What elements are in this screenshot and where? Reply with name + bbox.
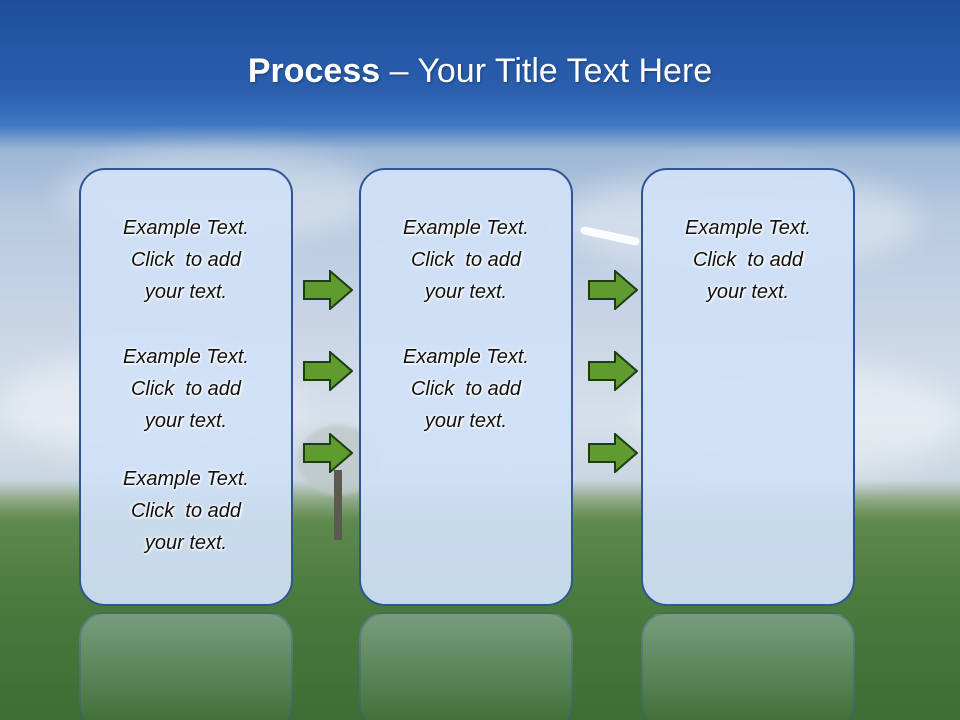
slide-title[interactable]: Process – Your Title Text Here: [0, 52, 960, 91]
text-line: your text.: [144, 281, 228, 303]
text-line: Click to add: [410, 378, 522, 400]
text-line: your text.: [424, 281, 508, 303]
text-line: Click to add: [692, 249, 804, 271]
text-line: Example Text.: [403, 217, 529, 239]
text-item[interactable]: Example Text. Click to add your text.: [361, 341, 571, 437]
text-line: your text.: [706, 281, 790, 303]
right-arrow-icon: [588, 270, 638, 310]
process-box-2[interactable]: Example Text. Click to add your text. Ex…: [359, 168, 573, 606]
text-line: Example Text.: [123, 217, 249, 239]
text-line: Example Text.: [403, 346, 529, 368]
text-line: Click to add: [130, 378, 242, 400]
box-reflection: [359, 612, 573, 720]
text-line: Click to add: [130, 500, 242, 522]
text-line: Example Text.: [123, 346, 249, 368]
right-arrow-icon: [588, 351, 638, 391]
tree-trunk: [334, 470, 342, 540]
title-bold: Process: [247, 52, 381, 90]
text-line: Click to add: [130, 249, 242, 271]
text-item[interactable]: Example Text. Click to add your text.: [81, 212, 291, 308]
right-arrow-icon: [303, 270, 353, 310]
text-line: your text.: [144, 532, 228, 554]
text-line: Example Text.: [685, 217, 811, 239]
text-item[interactable]: Example Text. Click to add your text.: [361, 212, 571, 308]
box-reflection: [641, 612, 855, 720]
text-line: your text.: [424, 410, 508, 432]
process-box-1[interactable]: Example Text. Click to add your text. Ex…: [79, 168, 293, 606]
text-line: Click to add: [410, 249, 522, 271]
text-item[interactable]: Example Text. Click to add your text.: [81, 463, 291, 559]
process-box-3[interactable]: Example Text. Click to add your text.: [641, 168, 855, 606]
right-arrow-icon: [303, 433, 353, 473]
text-item[interactable]: Example Text. Click to add your text.: [81, 341, 291, 437]
text-line: Example Text.: [123, 468, 249, 490]
text-item[interactable]: Example Text. Click to add your text.: [643, 212, 853, 308]
right-arrow-icon: [588, 433, 638, 473]
text-line: your text.: [144, 410, 228, 432]
box-reflection: [79, 612, 293, 720]
title-rest: – Your Title Text Here: [380, 52, 713, 90]
right-arrow-icon: [303, 351, 353, 391]
